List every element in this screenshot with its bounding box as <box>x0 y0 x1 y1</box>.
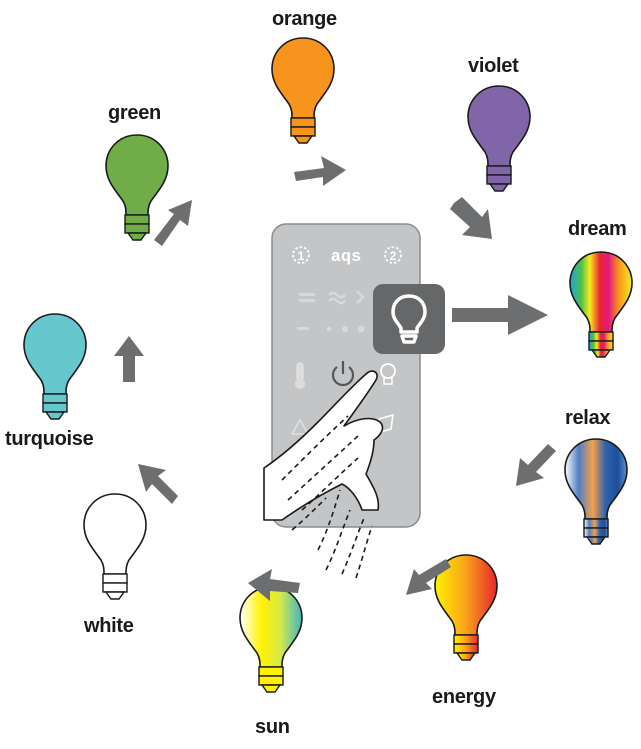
arrow-energy-to-sun <box>406 559 451 595</box>
bulb-relax-icon <box>564 438 628 545</box>
small-bulb-icon[interactable] <box>380 349 396 385</box>
light-mode-button[interactable] <box>372 283 446 355</box>
arrow-violet-to-dream <box>450 197 492 239</box>
bulb-violet-icon <box>467 85 531 192</box>
zone-2-icon[interactable]: 2 <box>384 246 402 264</box>
label-turquoise: turquoise <box>5 428 94 450</box>
arrow-relax-to-energy <box>516 444 556 486</box>
label-violet: violet <box>468 55 519 77</box>
bulb-orange-icon <box>271 37 335 144</box>
label-dream: dream <box>568 218 627 240</box>
arrow-green-to-orange <box>154 200 192 246</box>
thermometer-icon[interactable] <box>295 362 305 389</box>
svg-text:1: 1 <box>298 249 305 263</box>
label-energy: energy <box>432 686 496 708</box>
bulb-energy-icon <box>434 554 498 661</box>
wave-icon[interactable] <box>299 290 365 305</box>
label-white: white <box>84 615 134 637</box>
arrow-panel-to-dream <box>452 295 548 335</box>
bulb-white-icon <box>83 493 147 600</box>
triangle-icon[interactable] <box>290 418 310 435</box>
bulb-dream-icon <box>569 251 633 358</box>
bulb-turquoise-icon <box>23 313 87 420</box>
arrow-white-to-turquoise <box>138 464 178 504</box>
brand-logo: aqs <box>331 248 362 267</box>
bulb-green-icon <box>105 134 169 241</box>
hand-pointer-illustration <box>263 370 384 579</box>
arrow-orange-to-violet <box>294 156 346 186</box>
bulb-sun-icon <box>239 586 303 693</box>
zone-1-icon[interactable]: 1 <box>292 246 310 264</box>
label-relax: relax <box>565 407 611 429</box>
arrow-turquoise-to-green <box>114 336 144 382</box>
bulb-icon <box>391 294 427 344</box>
power-icon[interactable] <box>331 361 355 387</box>
svg-text:2: 2 <box>390 249 397 263</box>
label-green: green <box>108 102 161 124</box>
label-sun: sun <box>255 716 290 738</box>
level-icon[interactable] <box>297 325 365 333</box>
label-orange: orange <box>272 8 337 30</box>
arrow-sun-to-white <box>248 569 300 601</box>
